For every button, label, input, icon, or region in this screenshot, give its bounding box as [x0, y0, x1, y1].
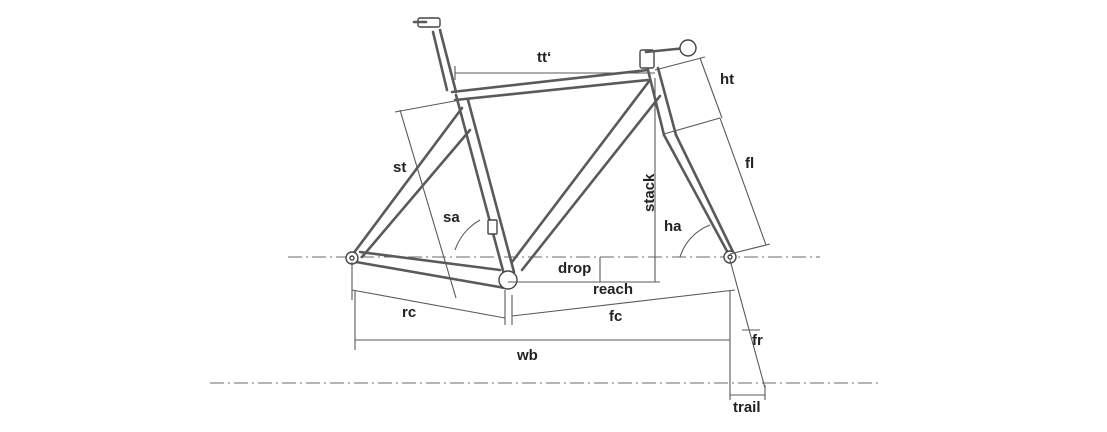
trail-dimension	[730, 385, 766, 400]
label-fc: fc	[609, 308, 622, 325]
top-tube	[450, 68, 650, 102]
label-ha: ha	[664, 218, 682, 235]
head-tube	[646, 66, 678, 137]
label-fl: fl	[745, 155, 754, 172]
seat-stay	[348, 106, 472, 260]
label-sa: sa	[443, 209, 460, 226]
bottom-bracket	[498, 270, 518, 290]
label-trail: trail	[733, 399, 761, 416]
fl-dimension	[719, 117, 771, 255]
fr-dimension	[729, 259, 766, 389]
ha-arc	[679, 224, 711, 258]
rc-dimension	[351, 262, 506, 325]
down-tube	[510, 78, 662, 272]
fork	[662, 133, 735, 255]
label-stack: stack	[641, 173, 658, 212]
front-dropout	[723, 250, 737, 264]
label-tt: tt‘	[537, 49, 551, 66]
seat-tube	[454, 93, 516, 280]
wb-dimension	[354, 290, 731, 400]
label-rc: rc	[402, 304, 416, 321]
sa-arc	[454, 219, 481, 251]
label-reach: reach	[593, 281, 633, 298]
ht-dimension	[654, 56, 723, 135]
label-drop: drop	[558, 260, 591, 277]
seat-clamp-part	[487, 219, 498, 235]
chain-stay	[354, 250, 507, 290]
label-wb: wb	[516, 347, 538, 364]
rear-dropout	[345, 251, 359, 265]
st-dimension	[394, 99, 461, 299]
fc-dimension	[511, 289, 736, 325]
label-st: st	[393, 159, 406, 176]
stem	[639, 39, 697, 69]
seatpost	[412, 17, 458, 94]
label-ht: ht	[720, 71, 734, 88]
label-fr: fr	[752, 332, 763, 349]
tt-dimension	[454, 66, 655, 80]
